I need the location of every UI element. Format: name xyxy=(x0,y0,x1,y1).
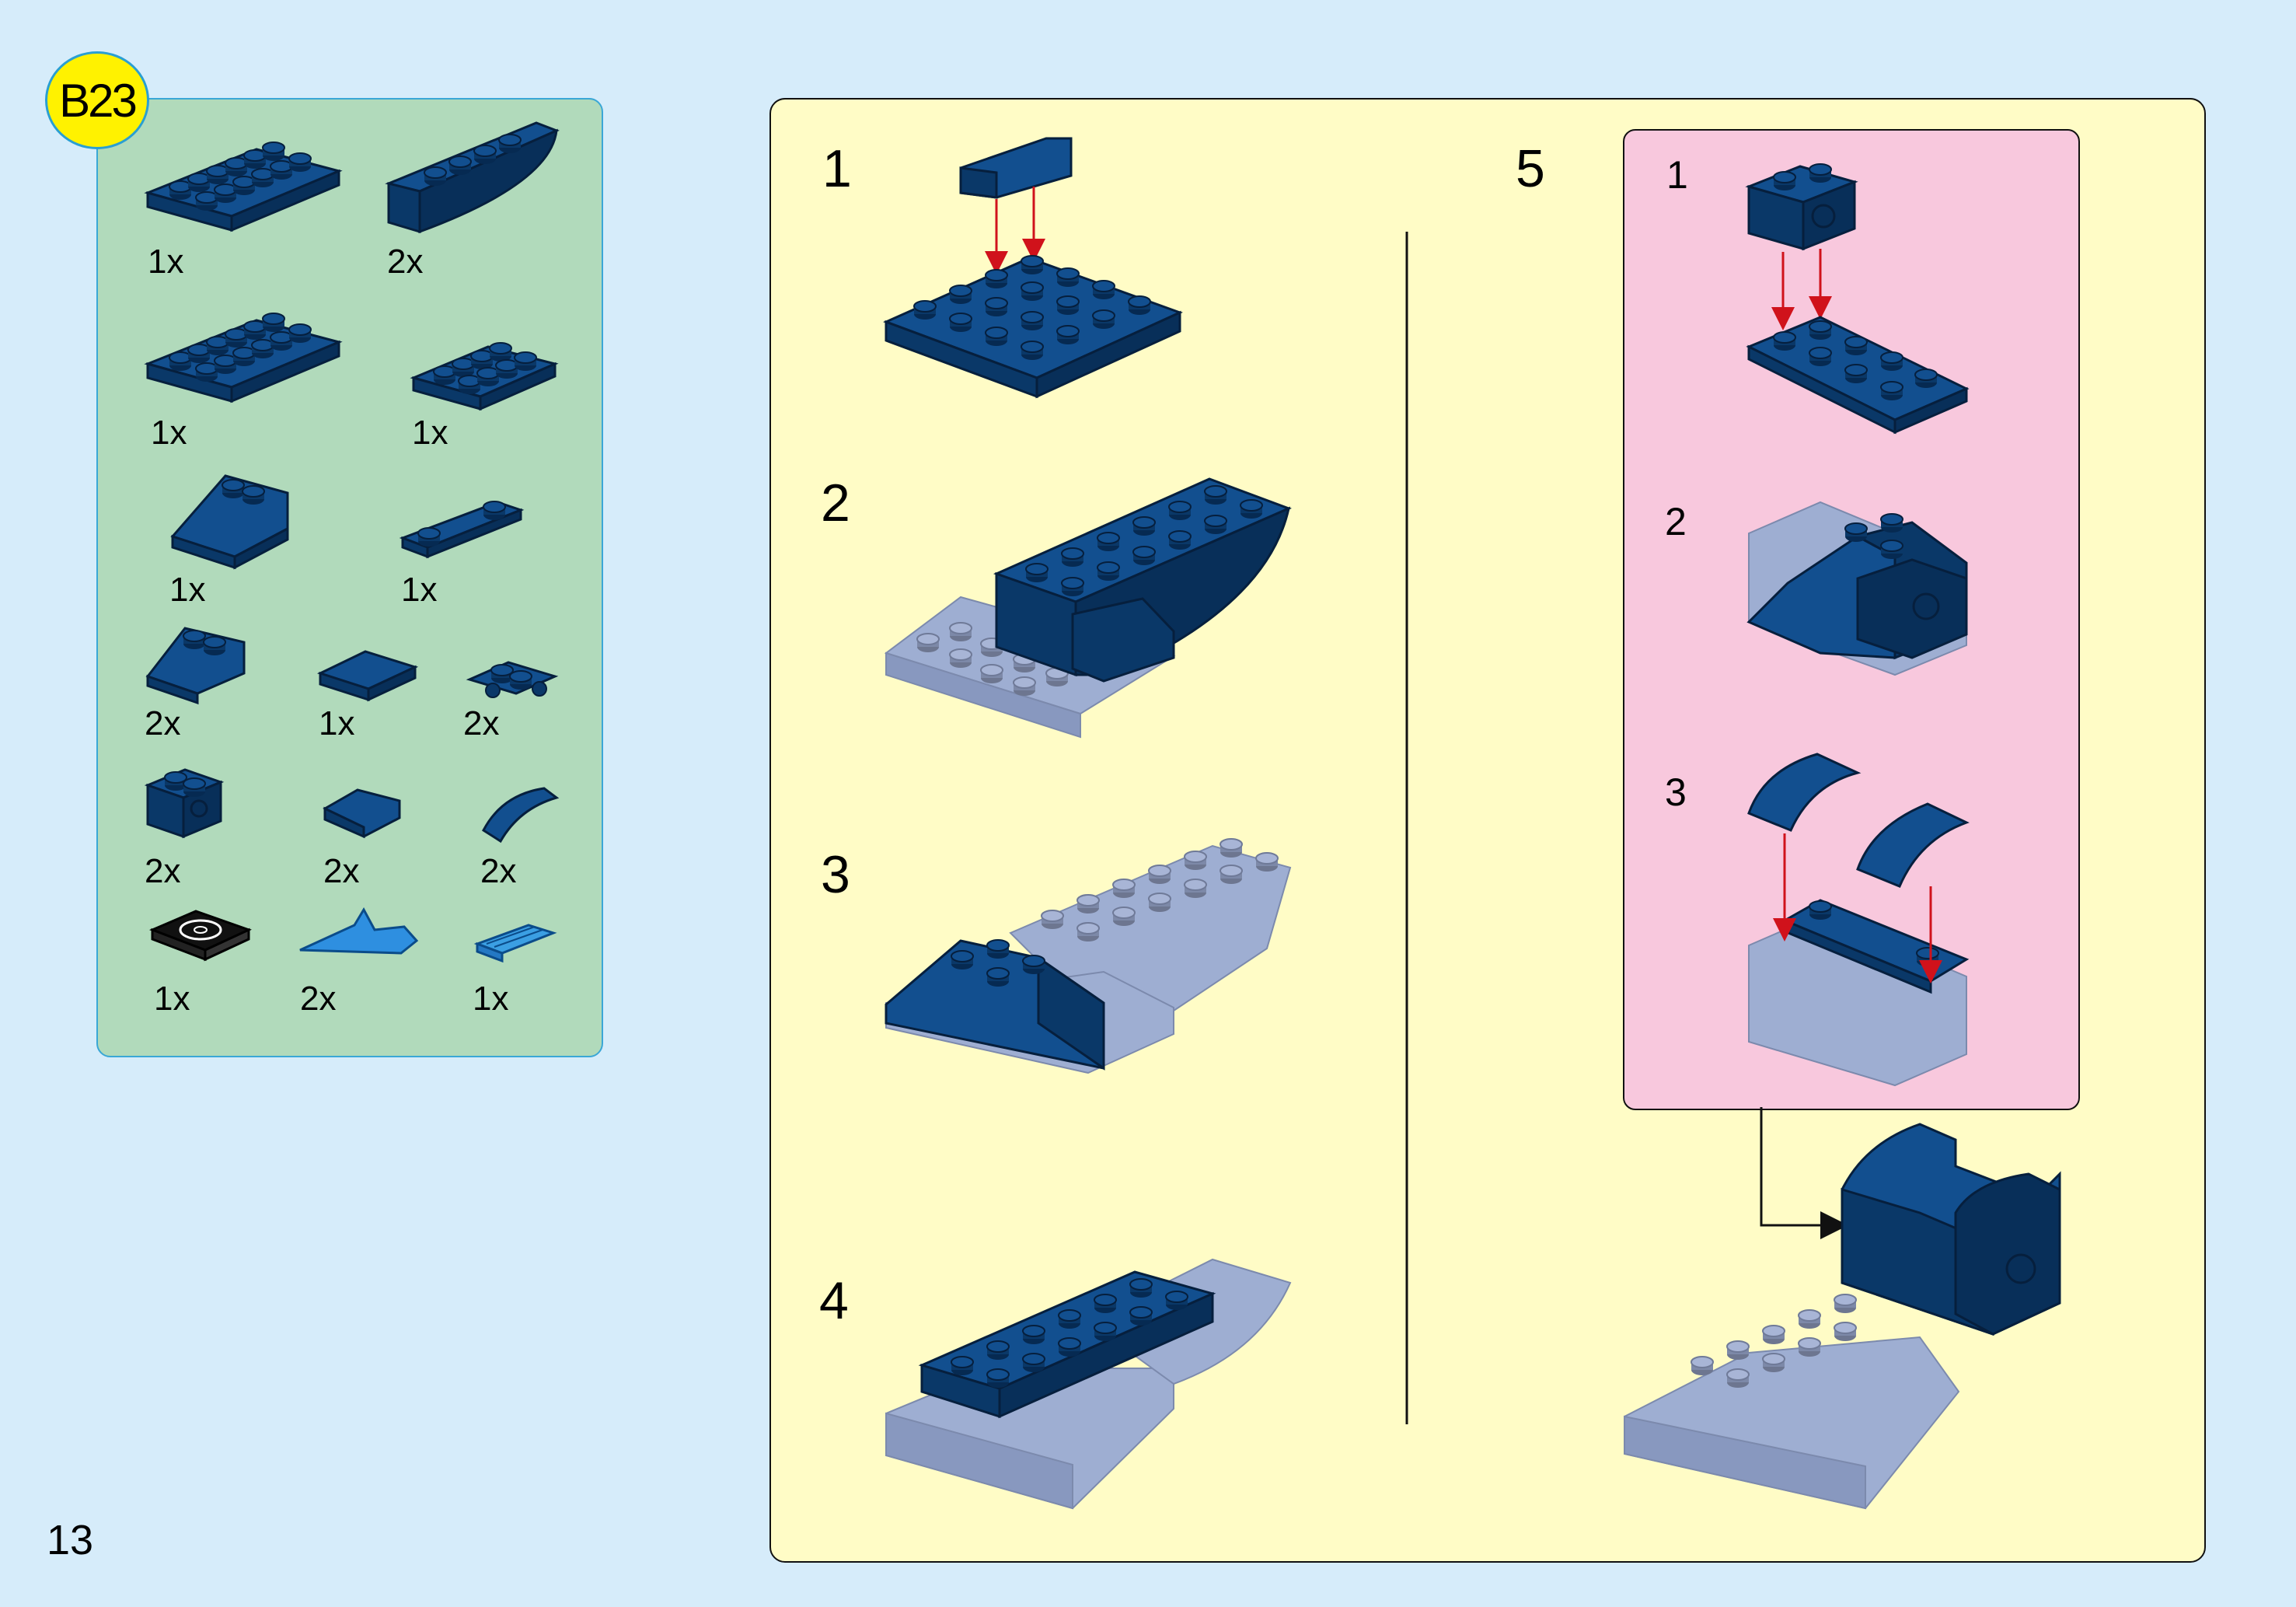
substep-number: 2 xyxy=(1665,500,1687,543)
step-number: 1 xyxy=(822,139,852,198)
step-number: 4 xyxy=(819,1271,849,1330)
part-slope-2x2-icon-b xyxy=(145,627,246,705)
step-5-illustration xyxy=(1624,1123,2061,1510)
part-slope-2x2-icon xyxy=(170,474,289,570)
part-qty: 1x xyxy=(148,243,184,281)
substep-3-illustration xyxy=(1747,753,1970,1087)
part-plate-2x4-icon xyxy=(410,342,559,411)
part-plate-2x6-icon-b xyxy=(144,313,343,403)
part-qty: 2x xyxy=(145,852,181,890)
part-qty: 2x xyxy=(323,852,360,890)
part-qty: 2x xyxy=(480,852,517,890)
substep-1-illustration xyxy=(1745,163,1970,435)
page-number: 13 xyxy=(47,1517,94,1563)
part-qty: 1x xyxy=(154,980,190,1018)
part-technic-brick-icon xyxy=(144,768,225,839)
parts-list-panel xyxy=(96,98,603,1057)
part-plate-with-clips-icon xyxy=(466,661,559,698)
part-qty: 1x xyxy=(473,980,509,1018)
part-qty: 1x xyxy=(412,414,448,452)
part-plate-1x4-icon xyxy=(399,501,525,559)
part-wing-fin-icon xyxy=(299,907,419,955)
step-3-illustration xyxy=(885,838,1292,1074)
part-tile-2x2-icon xyxy=(316,650,419,702)
connector-arrow xyxy=(1760,1107,1848,1239)
set-badge-label: B23 xyxy=(59,74,138,127)
step-2-illustration xyxy=(884,477,1292,739)
step-number: 5 xyxy=(1516,139,1545,198)
part-curved-slope-icon xyxy=(482,787,560,844)
part-turntable-plate-icon xyxy=(149,910,252,962)
step-4-illustration xyxy=(885,1258,1292,1510)
substep-number: 1 xyxy=(1666,153,1688,197)
part-qty: 1x xyxy=(169,571,206,609)
substep-2-illustration xyxy=(1746,501,1968,676)
part-small-slope-icon xyxy=(323,788,401,839)
part-slope-wedge-icon xyxy=(385,121,560,234)
part-grille-tile-icon xyxy=(473,924,557,963)
step-number: 3 xyxy=(821,845,850,904)
part-qty: 2x xyxy=(145,704,181,742)
part-plate-2x6-icon xyxy=(144,141,343,232)
part-qty: 2x xyxy=(300,980,337,1018)
set-badge: B23 xyxy=(45,51,149,149)
part-qty: 1x xyxy=(319,704,355,742)
part-qty: 1x xyxy=(401,571,438,609)
substep-number: 3 xyxy=(1665,770,1687,814)
step-number: 2 xyxy=(821,473,850,533)
step-1-illustration xyxy=(883,137,1183,399)
part-qty: 1x xyxy=(151,414,187,452)
part-qty: 2x xyxy=(463,704,500,742)
part-qty: 2x xyxy=(387,243,424,281)
